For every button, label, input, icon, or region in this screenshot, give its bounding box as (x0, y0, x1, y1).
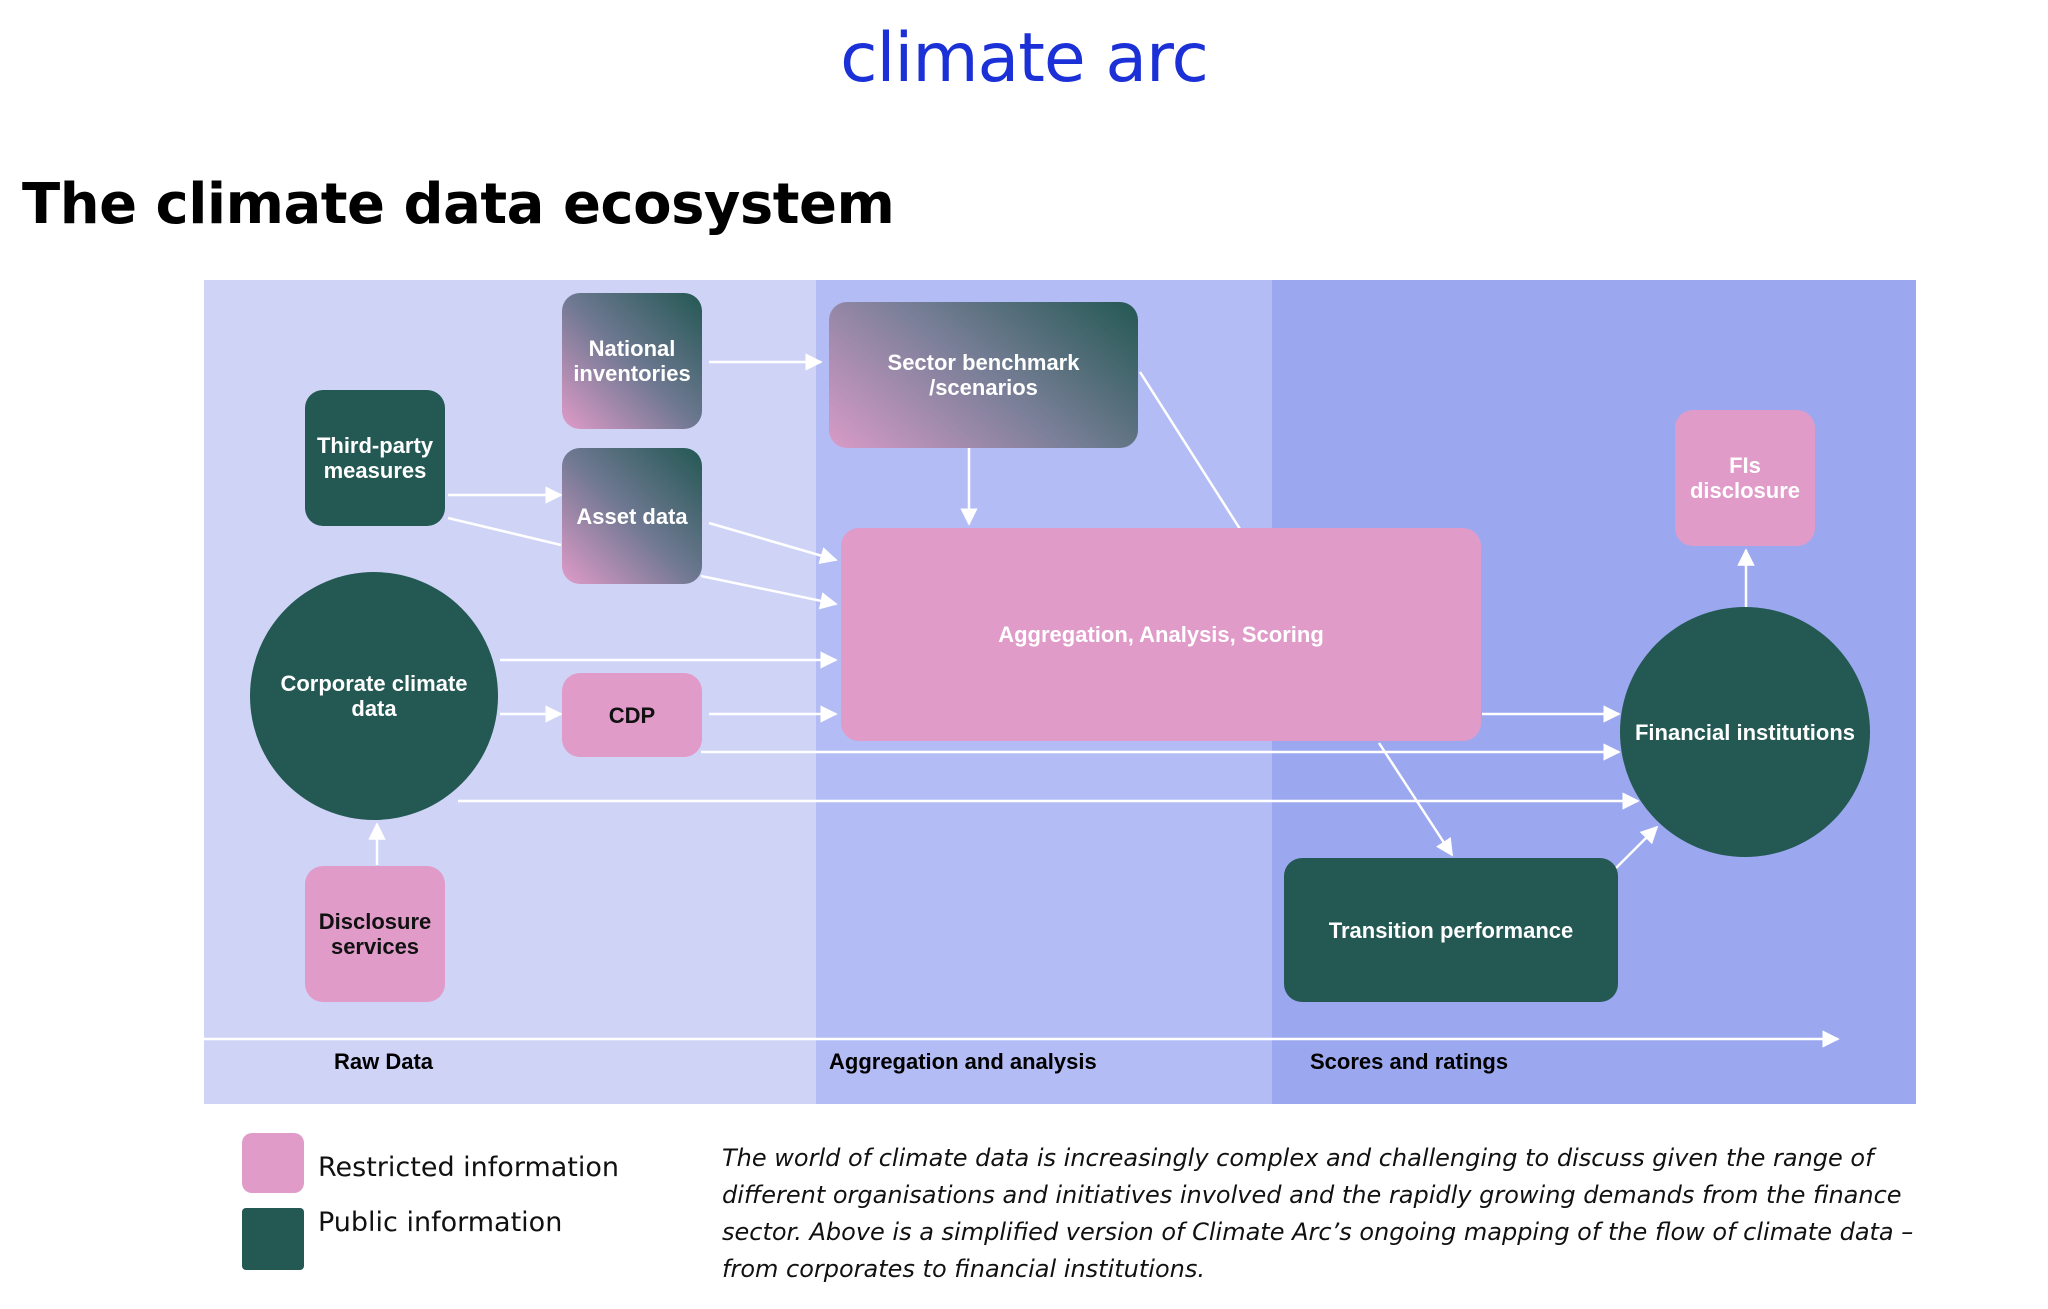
node-sector-benchmark: Sector benchmark /scenarios (829, 302, 1138, 448)
ecosystem-diagram: National inventories Third-party measure… (204, 280, 1916, 1104)
node-asset-data: Asset data (562, 448, 702, 584)
node-corporate-climate-data: Corporate climate data (250, 572, 498, 820)
legend-label-public: Public information (318, 1207, 563, 1238)
arrow-benchmark-diagonal (1138, 371, 1242, 530)
arrow-transition-to-fi (1615, 825, 1659, 869)
legend-swatch-restricted (242, 1133, 304, 1193)
arrow-aggregation-to-transition (1377, 742, 1454, 857)
page-title: The climate data ecosystem (22, 172, 895, 237)
stage-label-scores: Scores and ratings (1310, 1049, 1509, 1074)
arrow-asset-to-aggregation-1 (708, 521, 838, 564)
node-transition-performance: Transition performance (1284, 858, 1618, 1002)
arrow-thirdparty-to-asset-lower (447, 516, 562, 547)
node-fis-disclosure: FIs disclosure (1675, 410, 1815, 546)
stage-label-raw-data: Raw Data (334, 1049, 434, 1074)
legend-label-restricted: Restricted information (318, 1152, 620, 1183)
node-cdp: CDP (562, 673, 702, 757)
node-aggregation-analysis-scoring: Aggregation, Analysis, Scoring (841, 528, 1481, 741)
node-financial-institutions: Financial institutions (1620, 607, 1870, 857)
node-national-inventories: National inventories (562, 293, 702, 429)
diagram-caption: The world of climate data is increasingl… (722, 1144, 1914, 1283)
node-third-party-measures: Third-party measures (305, 390, 445, 526)
node-disclosure-services: Disclosure services (305, 866, 445, 1002)
arrow-asset-to-aggregation-2 (700, 574, 838, 610)
stage-label-aggregation: Aggregation and analysis (829, 1049, 1097, 1074)
flow-arrows (204, 353, 1840, 1048)
climate-arc-logo: climate arc (840, 19, 1209, 98)
legend-swatch-public (242, 1208, 304, 1270)
